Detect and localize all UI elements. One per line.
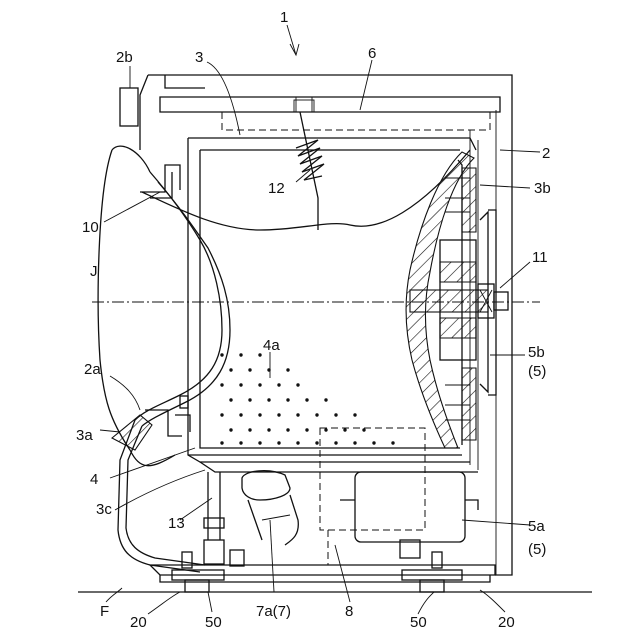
perforation-hole: [286, 428, 289, 431]
perforation-hole: [239, 353, 242, 356]
perforation-hole: [220, 383, 223, 386]
label-7a: 7a(7): [256, 603, 291, 620]
perforation-hole: [229, 398, 232, 401]
label-10: 10: [82, 219, 99, 236]
label-3b: 3b: [534, 180, 551, 197]
perforation-hole: [248, 398, 251, 401]
perforation-hole: [258, 383, 261, 386]
perforation-hole: [372, 441, 375, 444]
door-seal-bottom: [112, 396, 190, 450]
label-5a: 5a: [528, 518, 545, 535]
perforation-hole: [343, 428, 346, 431]
base-plate: [150, 530, 495, 582]
perforation-hole: [258, 353, 261, 356]
perforation-hole: [277, 413, 280, 416]
label-3-top: 3: [195, 49, 203, 66]
sensor-block: [230, 550, 244, 566]
perforation-hole: [239, 413, 242, 416]
drain-hose: [242, 471, 298, 545]
perforation-hole: [296, 441, 299, 444]
perforation-hole: [267, 428, 270, 431]
label-2a: 2a: [84, 361, 101, 378]
label-1: 1: [280, 9, 288, 26]
perforation-hole: [324, 398, 327, 401]
perforation-hole: [305, 428, 308, 431]
perforation-hole: [315, 441, 318, 444]
motor-unit: [340, 472, 478, 558]
label-4a: 4a: [263, 337, 280, 354]
label-11: 11: [532, 249, 548, 266]
perforation-hole: [334, 441, 337, 444]
perforation-hole: [362, 428, 365, 431]
label-50-right: 50: [410, 614, 427, 631]
perforation-hole: [220, 441, 223, 444]
perforation-hole: [239, 383, 242, 386]
perforation-hole: [391, 441, 394, 444]
label-3c: 3c: [96, 501, 112, 518]
label-12: 12: [268, 180, 285, 197]
drum-perforations: [220, 353, 394, 444]
front-panel: [118, 172, 230, 572]
label-5b: 5b: [528, 344, 545, 361]
label-8: 8: [345, 603, 353, 620]
label-50-left: 50: [205, 614, 222, 631]
perforation-hole: [277, 383, 280, 386]
perforation-hole: [324, 428, 327, 431]
label-6: 6: [368, 45, 376, 62]
perforation-hole: [315, 413, 318, 416]
label-F: F: [100, 603, 109, 620]
perforation-hole: [296, 413, 299, 416]
perforation-hole: [258, 441, 261, 444]
perforation-hole: [239, 441, 242, 444]
label-4: 4: [90, 471, 98, 488]
label-5b-sub: (5): [528, 363, 546, 380]
label-20-right: 20: [498, 614, 515, 631]
label-13: 13: [168, 515, 185, 532]
door-seal-top: [140, 165, 180, 198]
perforation-hole: [258, 413, 261, 416]
reference-labels: 1 2b 3 6 2 3b 12 10 11 J 4a 5b (5) 2a 3a…: [76, 9, 551, 631]
label-20-left: 20: [130, 614, 147, 631]
perforation-hole: [248, 428, 251, 431]
perforation-hole: [334, 413, 337, 416]
tub-support: [204, 472, 224, 564]
perforation-hole: [229, 368, 232, 371]
perforation-hole: [296, 383, 299, 386]
perforation-hole: [220, 353, 223, 356]
perforation-hole: [277, 441, 280, 444]
perforation-hole: [220, 413, 223, 416]
top-frame: [222, 97, 490, 130]
perforation-hole: [286, 398, 289, 401]
perforation-hole: [353, 441, 356, 444]
label-J: J: [90, 263, 98, 280]
perforation-hole: [305, 398, 308, 401]
perforation-hole: [353, 413, 356, 416]
perforation-hole: [286, 368, 289, 371]
label-5a-sub: (5): [528, 541, 546, 558]
label-2b: 2b: [116, 49, 133, 66]
perforation-hole: [248, 368, 251, 371]
label-2: 2: [542, 145, 550, 162]
perforation-hole: [229, 428, 232, 431]
perforation-hole: [267, 398, 270, 401]
label-3a: 3a: [76, 427, 93, 444]
